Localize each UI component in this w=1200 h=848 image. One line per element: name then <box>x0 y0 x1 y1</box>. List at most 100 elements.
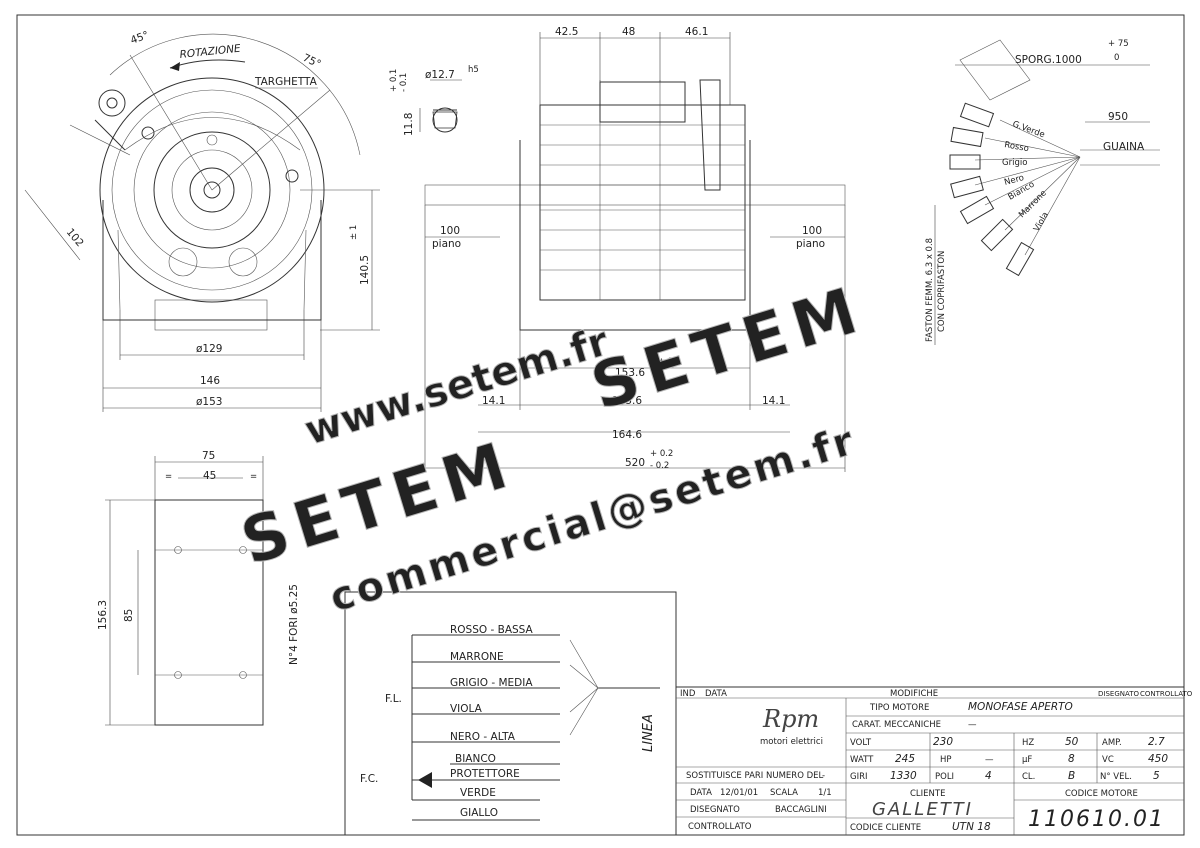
angle-right-label: 75° <box>301 52 323 71</box>
hp-label: HP <box>940 755 952 765</box>
cable-length-tol-top: + 75 <box>1108 39 1129 49</box>
cable-length: SPORG.1000 <box>1015 54 1082 66</box>
controllato-label: CONTROLLATO <box>688 822 752 832</box>
uf-label: µF <box>1022 755 1032 765</box>
vc-label: VC <box>1102 755 1114 765</box>
uf-value: 8 <box>1068 753 1075 765</box>
wire-bianco: BIANCO <box>455 753 496 765</box>
tipo-label: TIPO MOTORE <box>869 703 929 713</box>
amp-label: AMP. <box>1102 738 1122 748</box>
title-block: IND DATA MODIFICHE DISEGNATO CONTROLLATO… <box>675 686 1193 836</box>
cable-color-1: G.Verde <box>1011 119 1046 140</box>
motor-side-view: 42.5 48 46.1 100 piano 100 piano 153.6 ±… <box>424 26 846 472</box>
dim-520-tol-top: + 0.2 <box>650 449 673 459</box>
head-controllato: CONTROLLATO <box>1140 690 1193 698</box>
watermark-brand-2: SETEM <box>583 272 873 425</box>
giri-value: 1330 <box>890 770 917 782</box>
disegnato-label: DISEGNATO <box>690 805 740 815</box>
dim-42-5: 42.5 <box>555 26 578 38</box>
codcliente-label: CODICE CLIENTE <box>850 823 921 833</box>
dim-520-tol-bottom: - 0.2 <box>650 461 669 471</box>
wire-verde: VERDE <box>460 787 496 799</box>
dim-135-6: 135.6 <box>612 395 642 407</box>
cable-detail: SPORG.1000 + 75 0 950 GUAINA G.Verde Ros… <box>925 39 1160 345</box>
hz-label: HZ <box>1022 738 1034 748</box>
rotation-label: ROTAZIONE <box>179 43 242 61</box>
watermark: www.setem.fr SETEM SETEM commercial@sete… <box>233 272 874 622</box>
sheet-border <box>16 14 1185 836</box>
cl-label: CL. <box>1022 772 1035 782</box>
flat-left-label: piano <box>432 238 461 250</box>
codmotore-label: CODICE MOTORE <box>1065 789 1138 799</box>
poli-label: POLI <box>935 772 954 782</box>
head-data: DATA <box>705 689 727 699</box>
shaft-tol-bottom: - 0.1 <box>399 73 409 92</box>
fc-label: F.C. <box>360 773 378 785</box>
sostituisce-value: - <box>822 771 825 781</box>
plate-label: TARGHETTA <box>254 76 318 88</box>
dim-146: 146 <box>200 375 220 387</box>
hz-value: 50 <box>1065 736 1079 748</box>
data-label: DATA <box>690 788 712 798</box>
bracket-dim-85: 85 <box>123 609 135 622</box>
bracket-eq-left: = <box>165 472 172 482</box>
dim-153-6-tol: ± 1 <box>658 357 673 367</box>
vc-value: 450 <box>1148 753 1168 765</box>
bracket-dim-45: 45 <box>203 470 216 482</box>
bracket-view: 75 45 = = 156.3 85 N°4 FORI ø5.25 <box>97 450 300 726</box>
bracket-dim-156: 156.3 <box>97 600 109 630</box>
line-label: LINEA <box>641 714 656 752</box>
hp-value: — <box>985 755 994 765</box>
codcliente-value: UTN 18 <box>952 821 991 833</box>
wire-nero: NERO - ALTA <box>450 731 516 743</box>
data-value: 12/01/01 <box>720 788 758 798</box>
watt-label: WATT <box>850 755 874 765</box>
dim-48: 48 <box>622 26 635 38</box>
flat-right-dim: 100 <box>802 225 822 237</box>
shaft-diameter: ø12.7 <box>425 69 455 81</box>
shaft-detail: ø12.7 h5 11.8 + 0.1 - 0.1 <box>389 65 479 136</box>
dim-14-1-left: 14.1 <box>482 395 505 407</box>
codmotore-value: 110610.01 <box>1028 807 1165 832</box>
angle-left-label: 45° <box>129 29 151 47</box>
sheath-length: 950 <box>1108 111 1128 123</box>
watt-value: 245 <box>895 753 915 765</box>
cliente-value: GALLETTI <box>872 799 973 820</box>
vel-value: 5 <box>1153 770 1160 782</box>
scala-value: 1/1 <box>818 788 832 798</box>
cable-color-3: Grigio <box>1002 158 1027 168</box>
cl-value: B <box>1068 770 1075 782</box>
flat-left-dim: 100 <box>440 225 460 237</box>
wire-protettore: PROTETTORE <box>450 768 520 780</box>
dim-14-1-right: 14.1 <box>762 395 785 407</box>
dim-140: 140.5 <box>359 255 371 285</box>
shaft-height: 11.8 <box>403 113 415 136</box>
shaft-fit: h5 <box>468 65 479 75</box>
wire-grigio: GRIGIO - MEDIA <box>450 677 533 689</box>
sostituisce-label: SOSTITUISCE PARI NUMERO DEL <box>686 771 824 781</box>
giri-label: GIRI <box>850 772 868 782</box>
rpm-logo: Rpm <box>762 705 819 733</box>
rpm-subtitle: motori elettrici <box>760 737 823 747</box>
dim-153-6: 153.6 <box>615 367 645 379</box>
head-ind: IND <box>680 689 696 699</box>
tipo-value: MONOFASE APERTO <box>968 701 1073 713</box>
dim-46-1: 46.1 <box>685 26 708 38</box>
carat-value: — <box>968 720 977 730</box>
bracket-dim-75: 75 <box>202 450 215 462</box>
fl-label: F.L. <box>385 693 402 705</box>
volt-label: VOLT <box>850 738 872 748</box>
head-modifiche: MODIFICHE <box>890 689 938 699</box>
poli-value: 4 <box>985 770 992 782</box>
shaft-tol-top: + 0.1 <box>389 69 399 92</box>
faston-label: FASTON FEMM. 6.3 x 0.8 <box>925 238 935 342</box>
dim-102: 102 <box>64 226 86 249</box>
bracket-eq-right: = <box>250 472 257 482</box>
vel-label: N° VEL. <box>1100 772 1132 782</box>
wire-marrone: MARRONE <box>450 651 504 663</box>
wiring-diagram: ROSSO - BASSA MARRONE GRIGIO - MEDIA VIO… <box>344 591 677 835</box>
dim-140-tol: ± 1 <box>349 225 359 240</box>
sheath-label: GUAINA <box>1103 141 1145 153</box>
flat-right-label: piano <box>796 238 825 250</box>
